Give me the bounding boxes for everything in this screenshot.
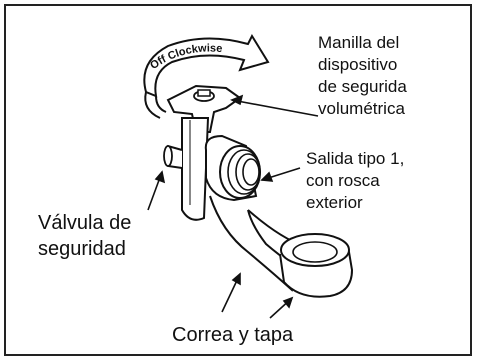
leader-lines [147, 94, 319, 319]
clockwise-arrow-icon [143, 33, 270, 119]
handle-label-line: dispositivo [318, 55, 398, 74]
relief-valve-label: Válvula de seguridad [38, 210, 131, 262]
cap-icon [279, 233, 354, 298]
arrow-label-text: Off Clockwise [148, 42, 223, 71]
relief-valve-label-line: seguridad [38, 238, 126, 260]
strap-cap-label: Correa y tapa [172, 324, 294, 346]
handle-label: Manilla del dispositivo de segurida volu… [318, 32, 407, 120]
outlet-thread-icon [204, 134, 261, 202]
outlet-label-line: Salida tipo 1, [306, 149, 405, 168]
outlet-label-line: exterior [306, 193, 363, 212]
relief-valve-label-line: Válvula de [38, 212, 132, 234]
handle-label-line: de segurida [318, 77, 407, 96]
arrow-label: Off Clockwise [148, 42, 223, 71]
valve-body-icon [163, 117, 210, 221]
diagram-border [4, 4, 472, 356]
outlet-label: Salida tipo 1, con rosca exterior [306, 148, 404, 214]
handle-label-line: volumétrica [318, 99, 405, 118]
outlet-label-line: con rosca [306, 171, 380, 190]
handle-icon [166, 84, 242, 133]
handle-label-line: Manilla del [318, 33, 400, 52]
